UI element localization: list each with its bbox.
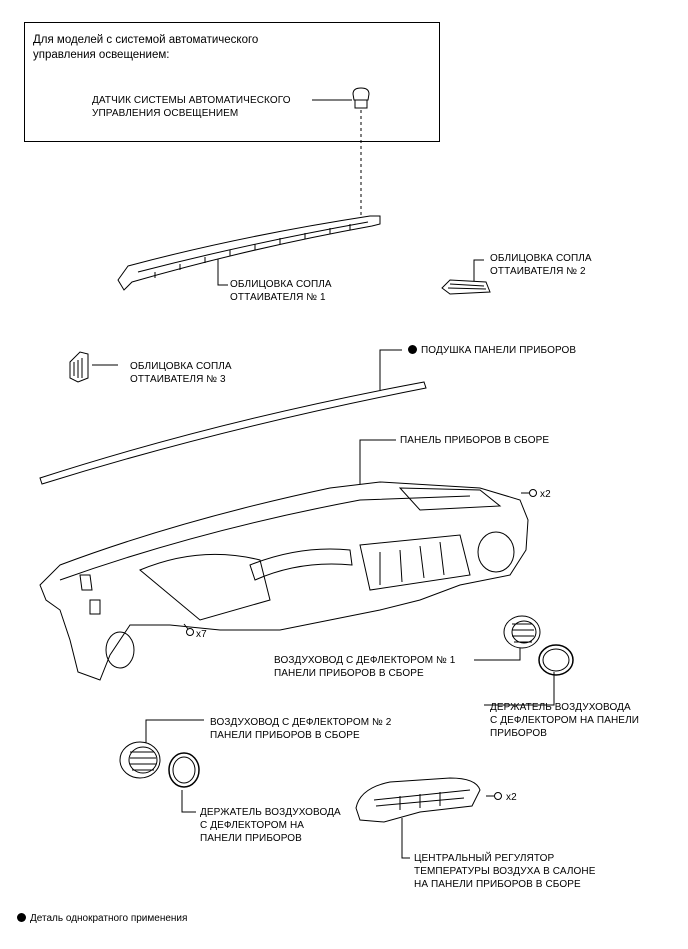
legend-text: Деталь однократного применения: [30, 913, 188, 924]
auto-light-sensor: [352, 87, 370, 109]
box-caption: Для моделей с системой автоматического у…: [33, 34, 259, 61]
label-duct-holder-right: ДЕРЖАТЕЛЬ ВОЗДУХОВОДА С ДЕФЛЕКТОРОМ НА П…: [490, 702, 640, 739]
one-time-use-dot-icon: [408, 345, 417, 354]
leader-register: [401, 818, 410, 859]
label-screws-panel-bottom: x7: [196, 629, 207, 640]
defroster-garnish-1: [117, 215, 381, 291]
instrument-panel-cushion: [39, 381, 427, 485]
label-duct-holder-left: ДЕРЖАТЕЛЬ ВОЗДУХОВОДА С ДЕФЛЕКТОРОМ НА П…: [200, 807, 341, 844]
duct-with-deflector-2: [119, 741, 161, 779]
center-register: [355, 777, 481, 823]
leader-defroster2: [473, 259, 484, 282]
label-duct-with-deflector-2: ВОЗДУХОВОД С ДЕФЛЕКТОРОМ № 2 ПАНЕЛИ ПРИБ…: [210, 717, 392, 741]
screw-panel-bottom: [183, 623, 194, 636]
label-auto-light-sensor: ДАТЧИК СИСТЕМЫ АВТОМАТИЧЕСКОГО УПРАВЛЕНИ…: [92, 95, 291, 119]
label-defroster-garnish-2: ОБЛИЦОВКА СОПЛА ОТТАИВАТЕЛЯ № 2: [490, 253, 592, 277]
label-instrument-panel-assembly: ПАНЕЛЬ ПРИБОРОВ В СБОРЕ: [400, 435, 550, 446]
one-time-use-dot-icon: [17, 913, 26, 922]
label-center-register: ЦЕНТРАЛЬНЫЙ РЕГУЛЯТОР ТЕМПЕРАТУРЫ ВОЗДУХ…: [414, 853, 596, 890]
leader-holder-left: [181, 790, 196, 813]
label-instrument-panel-cushion: ПОДУШКА ПАНЕЛИ ПРИБОРОВ: [408, 344, 576, 357]
duct-holder-right: [538, 644, 574, 676]
defroster-garnish-2: [441, 279, 491, 295]
leader-cushion: [379, 349, 402, 390]
leader-panel: [359, 439, 396, 488]
auto-light-models-box: [24, 22, 440, 142]
screw-center: [486, 792, 502, 800]
defroster-garnish-3: [69, 351, 89, 383]
legend: Деталь однократного применения: [17, 912, 187, 925]
instrument-panel-assembly: [39, 481, 529, 681]
leader-holder-right: [484, 672, 555, 706]
screw-panel-right: [521, 489, 537, 497]
label-duct-with-deflector-1: ВОЗДУХОВОД С ДЕФЛЕКТОРОМ № 1 ПАНЕЛИ ПРИБ…: [274, 655, 456, 679]
duct-with-deflector-1: [503, 615, 541, 649]
label-screws-panel-right: x2: [540, 489, 551, 500]
duct-holder-left: [168, 752, 200, 788]
label-screws-center: x2: [506, 792, 517, 803]
label-defroster-garnish-1: ОБЛИЦОВКА СОПЛА ОТТАИВАТЕЛЯ № 1: [230, 279, 332, 303]
leader-defroster1: [217, 250, 228, 286]
label-defroster-garnish-3: ОБЛИЦОВКА СОПЛА ОТТАИВАТЕЛЯ № 3: [130, 361, 232, 385]
leader-duct2: [145, 719, 204, 745]
